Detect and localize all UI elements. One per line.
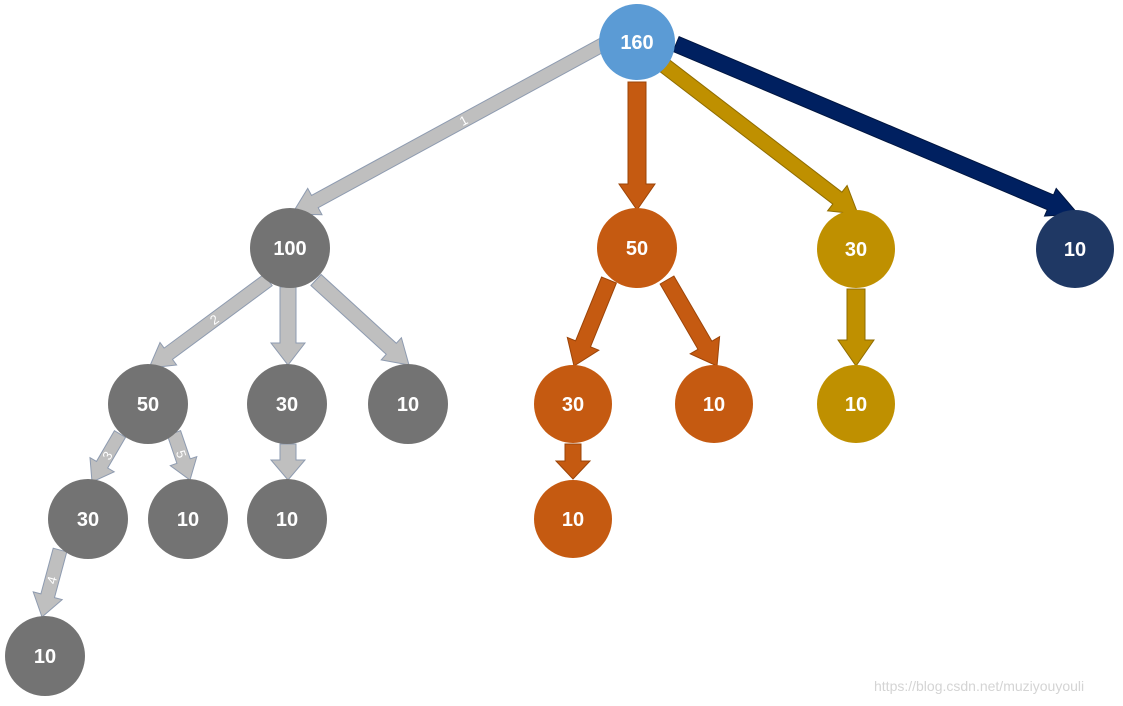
node-g100: 100 bbox=[250, 208, 330, 288]
node-g10a: 10 bbox=[368, 364, 448, 444]
edge-label-g50-g10b: 5 bbox=[173, 448, 190, 460]
node-label: 100 bbox=[273, 238, 306, 260]
edge-arrow-root-n10 bbox=[672, 35, 1080, 217]
node-label: 10 bbox=[397, 394, 419, 416]
edge-arrow-g100-g50 bbox=[148, 273, 273, 369]
edge-arrow-g100-g30b bbox=[269, 286, 307, 366]
edge-arrow-o30-o10b bbox=[554, 443, 592, 480]
node-label: 30 bbox=[562, 394, 584, 416]
node-circle bbox=[108, 364, 188, 444]
node-label: 30 bbox=[845, 239, 867, 261]
node-label: 50 bbox=[626, 238, 648, 260]
node-circle bbox=[534, 365, 612, 443]
node-circle bbox=[1036, 210, 1114, 288]
node-g30b: 30 bbox=[247, 364, 327, 444]
edge-arrow-root-y30 bbox=[659, 59, 859, 215]
edge-arrow-o50-o30 bbox=[566, 276, 618, 367]
node-root: 160 bbox=[599, 4, 675, 80]
node-label: 50 bbox=[137, 394, 159, 416]
node-circle bbox=[675, 365, 753, 443]
edge-arrow-root-o50 bbox=[618, 81, 656, 211]
node-g50: 50 bbox=[108, 364, 188, 444]
node-circle bbox=[148, 479, 228, 559]
edge-arrow-g50-g30a bbox=[89, 430, 127, 483]
node-g10b: 10 bbox=[148, 479, 228, 559]
node-label: 10 bbox=[34, 646, 56, 668]
node-circle bbox=[599, 4, 675, 80]
edge-arrow-o50-o10a bbox=[659, 275, 721, 367]
node-label: 10 bbox=[562, 509, 584, 531]
node-circle bbox=[368, 364, 448, 444]
nodes-layer: 160 100 50 30 10 50 30 10 30 10 10 30 10 10 10 10 bbox=[5, 4, 1114, 696]
node-o30: 30 bbox=[534, 365, 612, 443]
edge-arrow-y30-y10 bbox=[837, 288, 875, 367]
node-circle bbox=[247, 364, 327, 444]
node-o10b: 10 bbox=[534, 480, 612, 558]
edge-arrow-g100-g10a bbox=[310, 273, 410, 366]
node-circle bbox=[597, 208, 677, 288]
node-circle bbox=[817, 365, 895, 443]
node-y10: 10 bbox=[817, 365, 895, 443]
node-circle bbox=[534, 480, 612, 558]
node-label: 30 bbox=[276, 394, 298, 416]
watermark-text: https://blog.csdn.net/muziyouyouli bbox=[874, 678, 1085, 694]
node-circle bbox=[250, 208, 330, 288]
node-g30a: 30 bbox=[48, 479, 128, 559]
edge-arrow-g30a-g10d bbox=[32, 547, 68, 618]
edge-arrow-g50-g10b bbox=[166, 430, 198, 481]
node-circle bbox=[48, 479, 128, 559]
node-circle bbox=[247, 479, 327, 559]
node-g10d: 10 bbox=[5, 616, 85, 696]
node-circle bbox=[5, 616, 85, 696]
node-circle bbox=[817, 210, 895, 288]
node-label: 10 bbox=[845, 394, 867, 416]
node-o10a: 10 bbox=[675, 365, 753, 443]
node-label: 10 bbox=[276, 509, 298, 531]
edge-label-g30a-g10d: 4 bbox=[44, 575, 60, 586]
edge-arrow-root-g100 bbox=[291, 37, 608, 216]
node-g10c: 10 bbox=[247, 479, 327, 559]
node-y30: 30 bbox=[817, 210, 895, 288]
node-n10: 10 bbox=[1036, 210, 1114, 288]
node-label: 10 bbox=[703, 394, 725, 416]
node-label: 10 bbox=[1064, 239, 1086, 261]
node-o50: 50 bbox=[597, 208, 677, 288]
node-label: 10 bbox=[177, 509, 199, 531]
node-label: 160 bbox=[620, 32, 653, 54]
node-label: 30 bbox=[77, 509, 99, 531]
edge-arrow-g30b-g10c bbox=[269, 443, 307, 481]
